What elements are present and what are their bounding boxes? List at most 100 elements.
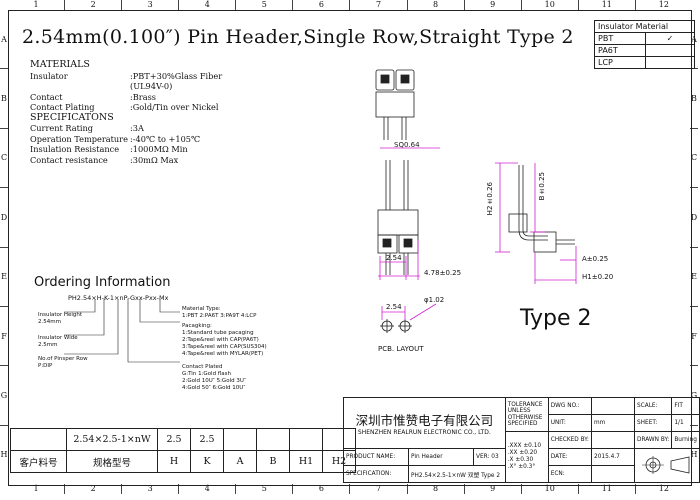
- ruler-label: 8: [406, 484, 464, 494]
- ruler-label: G: [0, 365, 8, 424]
- ruler-label: 1: [33, 0, 39, 9]
- checked-by-value: [591, 431, 635, 449]
- dim-pitch: 2.54: [386, 254, 402, 262]
- part-number-pattern: PH2.54×H-K-1×nP-Gxx-Pxx-Mx: [68, 294, 169, 302]
- insulator-material-table: Insulator Material PBT✓ PA6T LCP: [594, 20, 695, 69]
- ruler-label: 10: [520, 484, 578, 494]
- drawing-title: 2.54mm(0.100″) Pin Header,Single Row,Str…: [22, 26, 574, 48]
- ruler-label: D: [690, 187, 698, 246]
- dim-b: B±0.25: [538, 172, 546, 201]
- specification-label: SPECIFICATION:: [343, 465, 409, 483]
- dim-h2: H2±0.26: [486, 182, 494, 216]
- dim-a: A±0.25: [582, 255, 609, 263]
- ruler-label: A: [1, 34, 7, 44]
- title-block: 深圳市惟赞电子有限公司 SHENZHEN REALRUN ELECTRONIC …: [343, 397, 700, 483]
- param-header: H1: [289, 450, 323, 473]
- param-cell: [10, 428, 67, 451]
- param-header: H: [157, 450, 191, 473]
- material-name: LCP: [594, 56, 646, 69]
- ruler-label: H: [0, 424, 8, 484]
- product-name-value: Pin Header: [408, 448, 474, 466]
- param-cell: [256, 428, 290, 451]
- dim-h1: H1±0.20: [582, 273, 614, 281]
- spec-row: Contact resistance:30mΩ Max: [30, 154, 179, 165]
- top-view: [375, 69, 415, 140]
- param-cell: [223, 428, 257, 451]
- ruler-label: 12: [634, 484, 692, 494]
- dim-pcb-pitch: 2.54: [386, 303, 402, 311]
- company-name-cn: 深圳市惟赞电子有限公司: [355, 413, 494, 428]
- sheet-value: 1/1: [671, 414, 700, 432]
- ruler-label: 8: [406, 0, 464, 10]
- ruler-label: 6: [292, 484, 349, 494]
- ruler-label: 1: [33, 484, 39, 493]
- ruler-label: 11: [577, 0, 635, 10]
- spec-row: Contact:Brass: [30, 91, 156, 102]
- ruler-label: F: [0, 305, 8, 365]
- material-mark: [645, 56, 695, 69]
- spec-block: MATERIALS Insulator:PBT+30%Glass Fiber (…: [30, 59, 223, 165]
- pcb-layout-label: PCB. LAYOUT: [378, 345, 424, 353]
- param-cell: 2.54×2.5-1×nW: [66, 428, 158, 451]
- tolerance-label: TOLERANCE UNLESS OTHERWISE SPECIFIED: [504, 397, 549, 432]
- spec-row: (UL94V-0): [130, 81, 173, 91]
- ecn-value: [591, 465, 635, 483]
- ruler-label: 7: [349, 484, 406, 494]
- ruler-label: 2: [64, 484, 121, 494]
- ruler-label: C: [690, 127, 698, 187]
- param-cell: [289, 428, 323, 451]
- dim-hole: φ1.02: [424, 296, 445, 304]
- spec-row: Current Rating:3A: [30, 123, 144, 133]
- drawn-by-label: DRAWN BY:: [633, 431, 673, 449]
- type-label: Type 2: [520, 306, 592, 331]
- ruler-label: F: [690, 305, 698, 365]
- dim-sq: SQ0.64: [394, 141, 420, 149]
- specifications-heading: SPECIFICATONS: [30, 111, 114, 123]
- drawing-frame: [8, 10, 692, 486]
- spec-row: Insulator:PBT+30%Glass Fiber: [30, 70, 223, 81]
- ruler-label: G: [690, 365, 698, 424]
- company-name-en: SHENZHEN REALRUN ELECTRONIC CO., LTD.: [357, 429, 491, 436]
- specification-value: PH2.54×2.5-1×nW 双塑 Type 2: [408, 465, 506, 483]
- side-view: [508, 165, 575, 253]
- date-label: DATE:: [547, 448, 593, 466]
- ruler-label: 5: [235, 0, 292, 10]
- ruler-label: 12: [634, 0, 692, 10]
- ruler-label: D: [0, 187, 8, 246]
- param-header: A: [223, 450, 257, 473]
- dwg-no-value: [591, 397, 635, 415]
- unit-label: UNIT:: [547, 414, 593, 432]
- param-header: K: [190, 450, 224, 473]
- spec-row: Contact Plating:Gold/Tin over Nickel: [30, 102, 219, 112]
- param-cell: 2.5: [157, 428, 191, 451]
- ruler-label: 3: [121, 484, 178, 494]
- ruler-label: B: [0, 68, 8, 127]
- ruler-label: 7: [349, 0, 406, 10]
- pcb-layout: [380, 319, 412, 333]
- ruler-label: 4: [178, 484, 235, 494]
- parameter-table: 2.54×2.5-1×nW 2.5 2.5 客户料号 规格型号 H K A B …: [10, 428, 356, 473]
- ruler-label: 11: [577, 484, 635, 494]
- ruler-label: C: [0, 127, 8, 187]
- scale-value: FIT: [671, 397, 700, 415]
- ruler-label: 9: [463, 0, 521, 10]
- tolerance-values: .XXX ±0.10.XX ±0.20.X ±0.30.X° ±0.3°: [504, 431, 549, 483]
- ruler-label: E: [0, 246, 8, 306]
- param-header: B: [256, 450, 290, 473]
- ver-cell: VER: 03: [473, 448, 506, 466]
- spec-row: Operation Temperature:-40℃ to +105℃: [30, 133, 201, 144]
- materials-heading: MATERIALS: [30, 59, 90, 70]
- date-value: 2015.4.7: [591, 448, 635, 466]
- ruler-label: B: [690, 68, 698, 127]
- company-cell: 深圳市惟赞电子有限公司 SHENZHEN REALRUN ELECTRONIC …: [343, 397, 506, 449]
- ruler-label: 3: [121, 0, 178, 10]
- checked-by-label: CHECKED BY:: [547, 431, 593, 449]
- ruler-label: E: [690, 246, 698, 306]
- product-name-label: PRODUCT NAME:: [343, 448, 409, 466]
